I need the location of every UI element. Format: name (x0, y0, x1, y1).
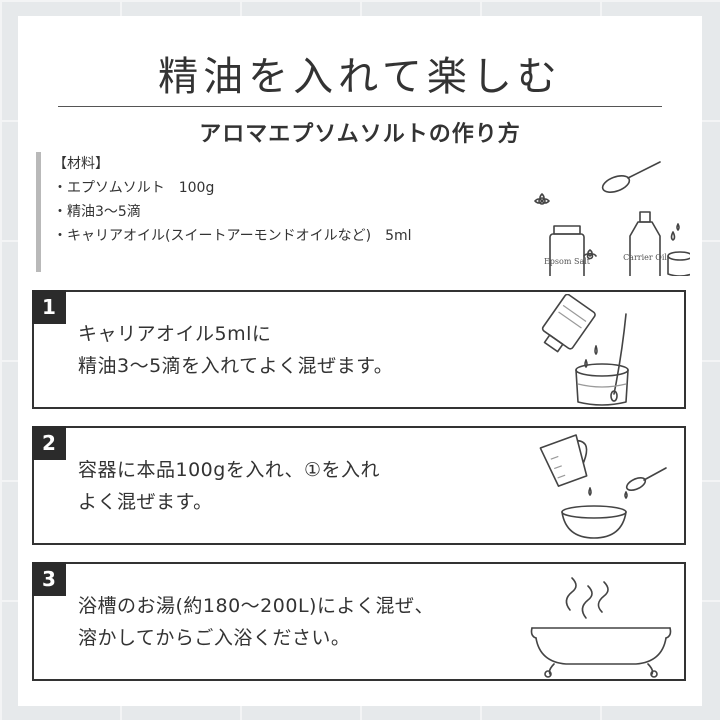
step-2: 2 容器に本品100gを入れ、①を入れ よく混ぜます。 (32, 426, 686, 545)
materials-heading: 【材料】 (53, 156, 109, 172)
step-line: よく混ぜます。 (78, 491, 213, 513)
material-item: ・精油3〜5滴 (53, 204, 141, 220)
title-divider (58, 106, 662, 107)
step-line: 浴槽のお湯(約180〜200L)によく混ぜ、 (78, 595, 434, 617)
step-line: キャリアオイル5mlに (78, 323, 272, 345)
step-3: 3 浴槽のお湯(約180〜200L)によく混ぜ、 溶かしてからご入浴ください。 (32, 562, 686, 681)
instruction-card: 精油を入れて楽しむ アロマエプソムソルトの作り方 【材料】 ・エプソムソルト 1… (18, 16, 702, 706)
step-line: 容器に本品100gを入れ、①を入れ (78, 459, 381, 481)
jar-label: Epsom Salt (544, 257, 591, 266)
step-number: 3 (32, 562, 66, 596)
step-description: 容器に本品100gを入れ、①を入れ よく混ぜます。 (78, 454, 518, 518)
step-line: 精油3〜5滴を入れてよく混ぜます。 (78, 355, 394, 377)
step-line: 溶かしてからご入浴ください。 (78, 627, 351, 649)
page-subtitle: アロマエプソムソルトの作り方 (199, 122, 521, 147)
material-item: ・キャリアオイル(スイートアーモンドオイルなど) 5ml (53, 228, 412, 244)
materials-list: 【材料】 ・エプソムソルト 100g ・精油3〜5滴 ・キャリアオイル(スイート… (36, 152, 496, 272)
material-item: ・エプソムソルト 100g (53, 180, 215, 196)
pouring-bottle-glass-icon (541, 294, 629, 406)
step-description: キャリアオイル5mlに 精油3〜5滴を入れてよく混ぜます。 (78, 318, 518, 382)
page-title: 精油を入れて楽しむ (158, 54, 562, 100)
step-1: 1 キャリアオイル5mlに 精油3〜5滴を入れてよく混ぜます。 (32, 290, 686, 409)
step-number: 2 (32, 426, 66, 460)
salt-jar-spoon-bottle-icon: Epsom Salt Carrier Oil (534, 161, 690, 276)
step-number: 1 (32, 290, 66, 324)
bottle-label: Carrier Oil (623, 253, 667, 262)
step-description: 浴槽のお湯(約180〜200L)によく混ぜ、 溶かしてからご入浴ください。 (78, 590, 518, 654)
bathtub-steam-icon (530, 577, 672, 678)
measuring-cup-bowl-icon (539, 434, 667, 539)
